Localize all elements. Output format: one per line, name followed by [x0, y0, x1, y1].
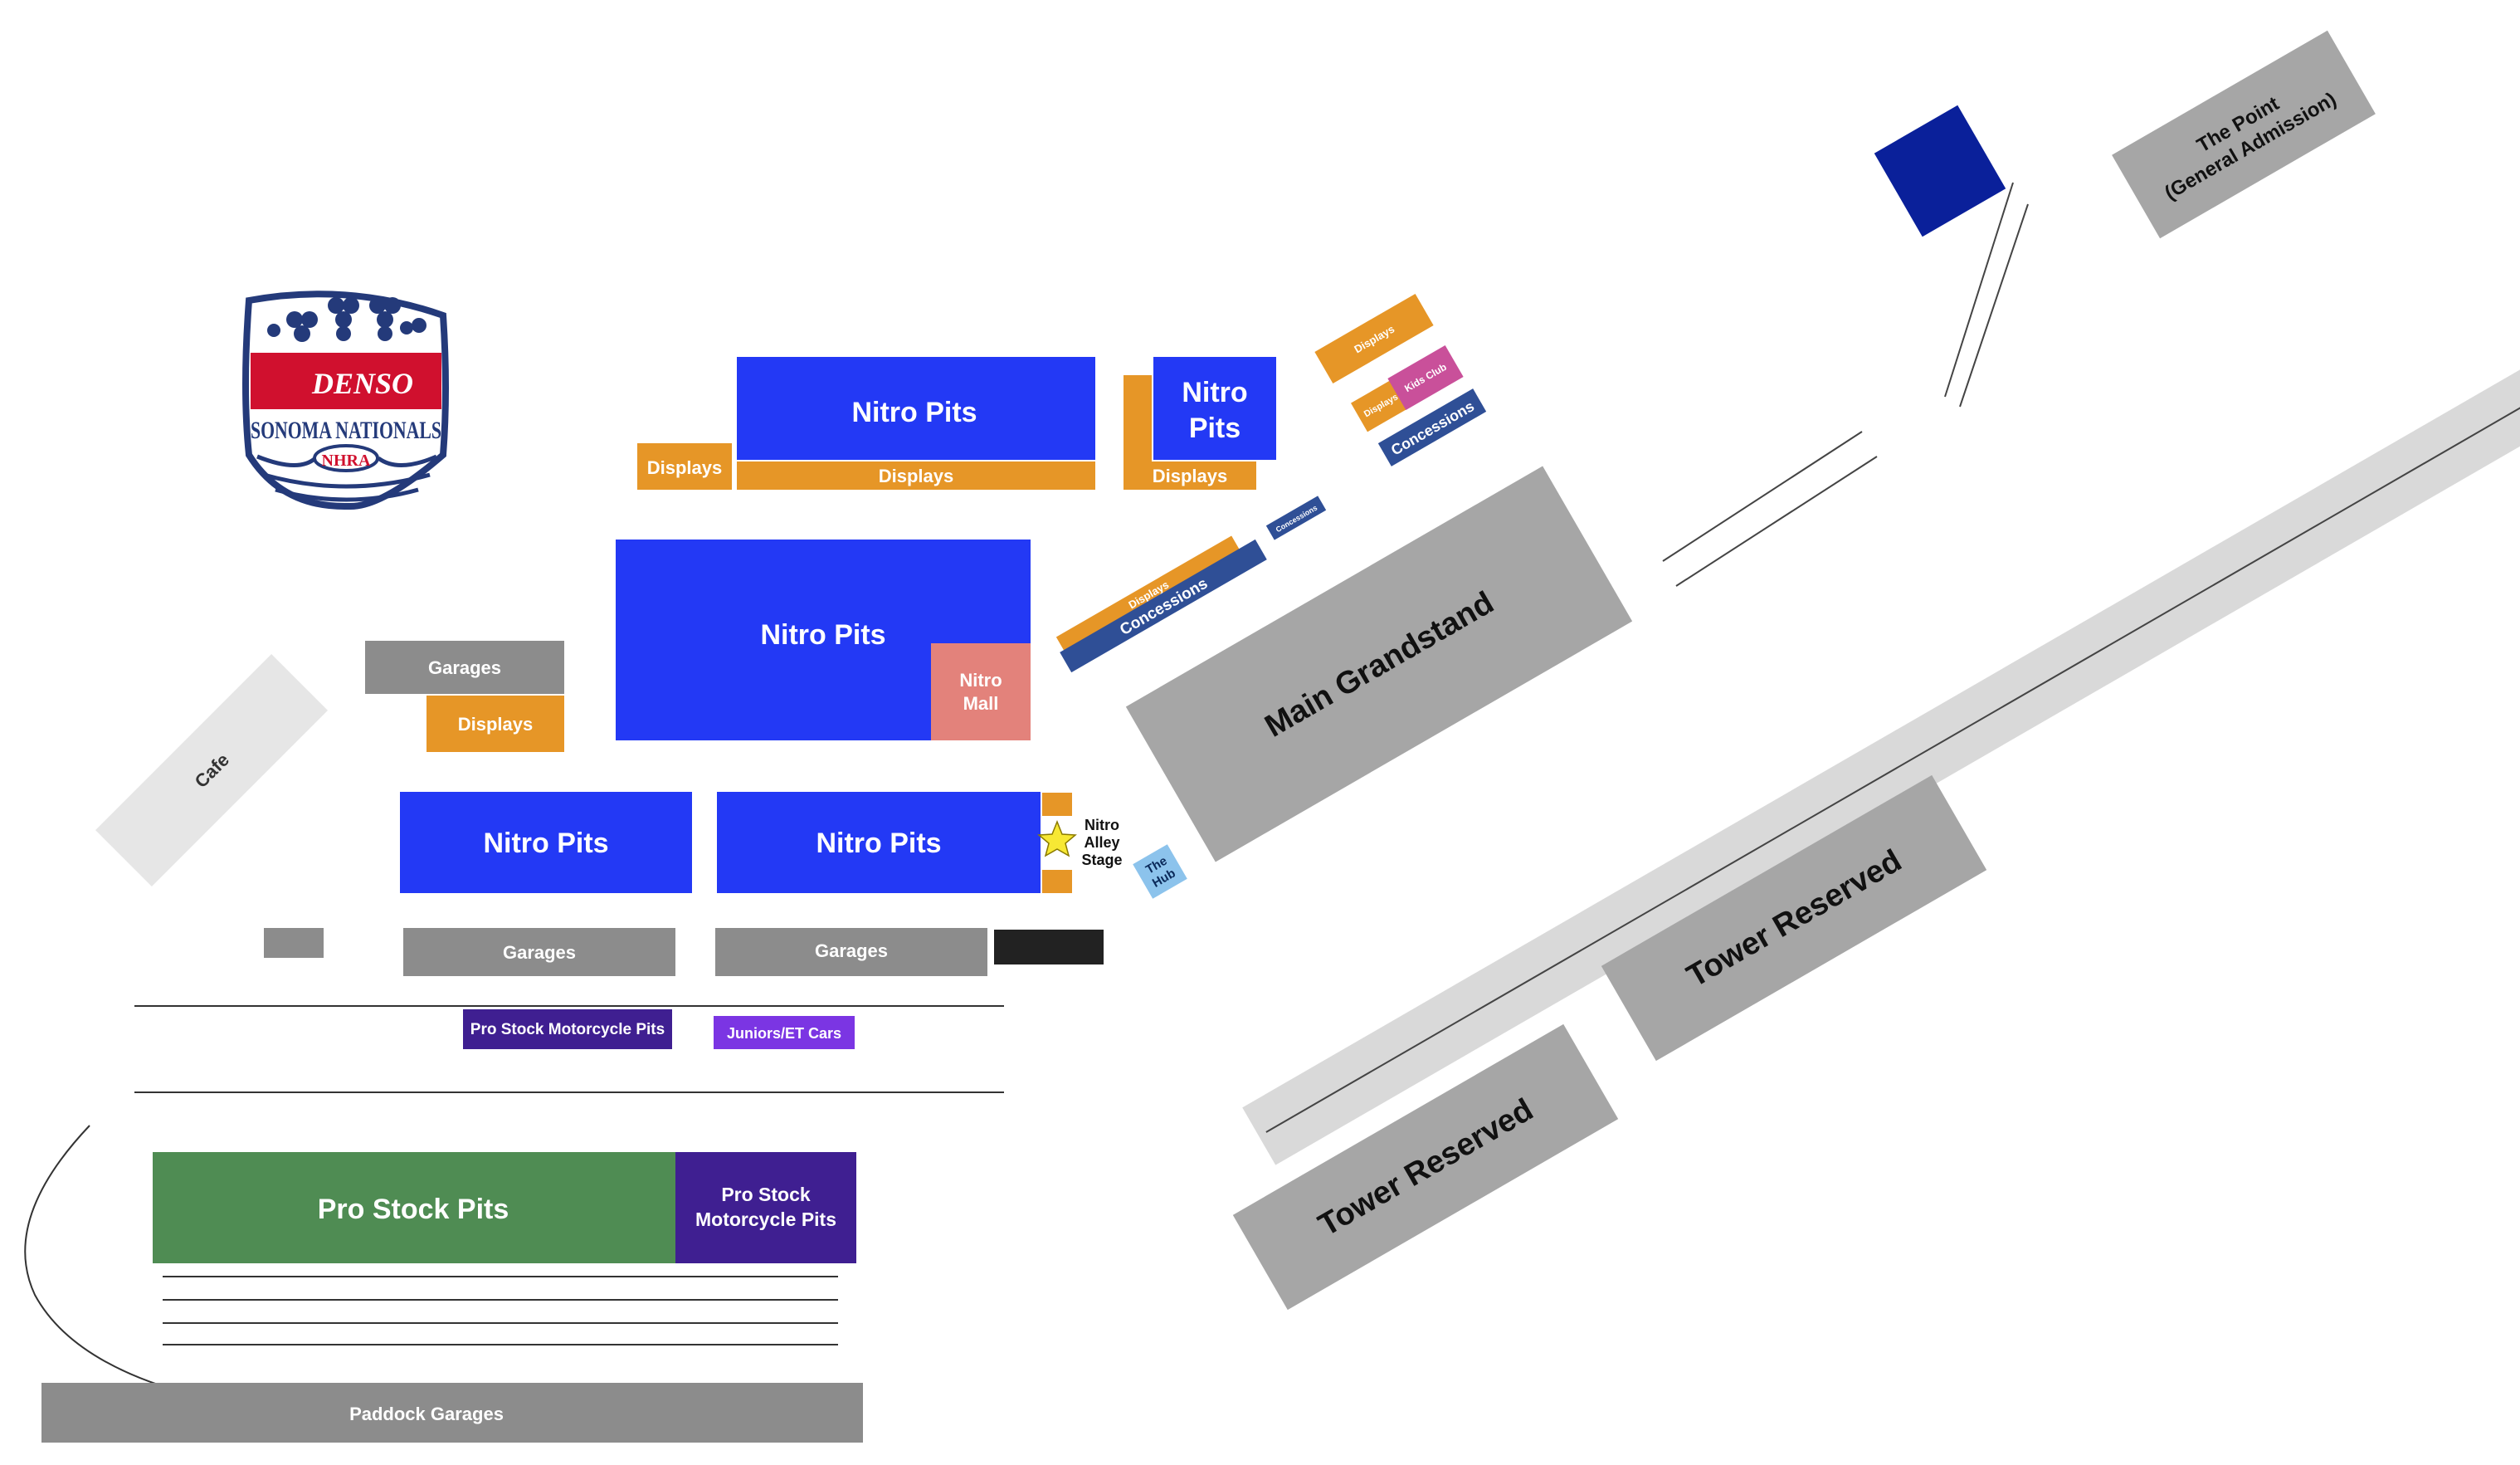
logo-brand-band: [251, 353, 441, 409]
logo-brand: DENSO: [311, 367, 413, 400]
the-point[interactable]: [2112, 30, 2376, 239]
stage-star-icon: [1037, 819, 1077, 857]
parking-lines: [163, 1276, 838, 1345]
juniors-et-cars[interactable]: [714, 1016, 855, 1049]
tower-reserved-left[interactable]: [1232, 1023, 1619, 1311]
nitro-pits-top-right-label-1: Nitro: [1182, 377, 1247, 408]
displays-left-label: Displays: [647, 457, 723, 478]
grapes-icon: [267, 297, 426, 342]
drag-strip: [1242, 369, 2520, 1165]
logo-title: SONOMA NATIONALS: [251, 417, 441, 444]
entrance-curve: [24, 1125, 158, 1385]
pro-stock-moto-pits-label-2: Motorcycle Pits: [695, 1209, 836, 1230]
displays-garage[interactable]: [426, 696, 564, 752]
cafe[interactable]: [95, 653, 329, 887]
stage-display-upper[interactable]: [1042, 793, 1072, 816]
navy-block: [1874, 105, 2006, 237]
main-grandstand[interactable]: [1125, 466, 1633, 862]
garages-left-label: Garages: [503, 942, 576, 963]
displays-top-right-bar[interactable]: [1124, 375, 1152, 461]
drag-strip-centerline: [1265, 401, 2520, 1133]
garages-upper-label: Garages: [428, 657, 501, 678]
stage-label-1: Nitro: [1085, 817, 1119, 833]
nitro-pits-top-right-label-2: Pits: [1189, 413, 1241, 444]
small-grey-block: [264, 928, 324, 958]
nitro-mall[interactable]: [931, 643, 1031, 740]
nitro-pits-right[interactable]: [717, 792, 1041, 893]
stage-display-lower[interactable]: [1042, 870, 1072, 893]
logo-waves: [256, 454, 437, 502]
nitro-mall-label-1: Nitro: [959, 670, 1002, 691]
garages-right-label: Garages: [815, 940, 888, 961]
paddock-garages-label: Paddock Garages: [349, 1404, 504, 1424]
concessions-diag[interactable]: [1060, 539, 1267, 673]
walkway-lines: [1662, 182, 2029, 587]
pro-stock-moto-pits-small-label: Pro Stock Motorcycle Pits: [470, 1021, 665, 1038]
displays-left[interactable]: [637, 443, 732, 490]
nitro-pits-top-right[interactable]: [1153, 357, 1276, 460]
nitro-pits-right-label: Nitro Pits: [816, 828, 941, 859]
nitro-pits-left-label: Nitro Pits: [483, 828, 608, 859]
concessions-small[interactable]: [1265, 496, 1327, 540]
stage-label-2: Alley: [1084, 834, 1119, 851]
stage-label-3: Stage: [1081, 852, 1122, 868]
juniors-et-cars-label: Juniors/ET Cars: [727, 1025, 841, 1042]
kids-club[interactable]: [1387, 344, 1464, 411]
displays-top-center-label: Displays: [879, 466, 954, 486]
nitro-pits-left[interactable]: [400, 792, 692, 893]
garages-upper[interactable]: [365, 641, 564, 694]
displays-diag-small[interactable]: [1055, 535, 1241, 653]
event-logo: DENSO SONOMA NATIONALS NHRA: [242, 291, 449, 510]
concessions-upper[interactable]: [1377, 388, 1487, 466]
nitro-pits-top-label: Nitro Pits: [851, 397, 977, 428]
pro-stock-moto-pits[interactable]: [675, 1152, 856, 1263]
displays-top-right[interactable]: [1124, 461, 1256, 490]
pro-stock-pits-label: Pro Stock Pits: [318, 1194, 509, 1225]
garages-left[interactable]: [403, 928, 675, 976]
displays-garage-label: Displays: [458, 714, 534, 735]
nitro-pits-top[interactable]: [737, 357, 1095, 460]
black-block: [994, 930, 1104, 964]
garages-right[interactable]: [715, 928, 987, 976]
logo-badge: NHRA: [322, 452, 371, 470]
nitro-pits-center-label: Nitro Pits: [760, 619, 885, 651]
paddock-garages[interactable]: [41, 1383, 863, 1443]
nitro-mall-label-2: Mall: [963, 693, 999, 714]
displays-top-right-label: Displays: [1153, 466, 1228, 486]
pro-stock-moto-pits-small[interactable]: [463, 1009, 672, 1049]
pro-stock-pits[interactable]: [153, 1152, 675, 1263]
displays-diag-upper[interactable]: [1314, 293, 1434, 384]
the-hub[interactable]: [1133, 844, 1187, 899]
tower-reserved-right[interactable]: [1601, 774, 1987, 1062]
displays-top-center[interactable]: [737, 461, 1095, 490]
pro-stock-moto-pits-label-1: Pro Stock: [721, 1184, 811, 1205]
